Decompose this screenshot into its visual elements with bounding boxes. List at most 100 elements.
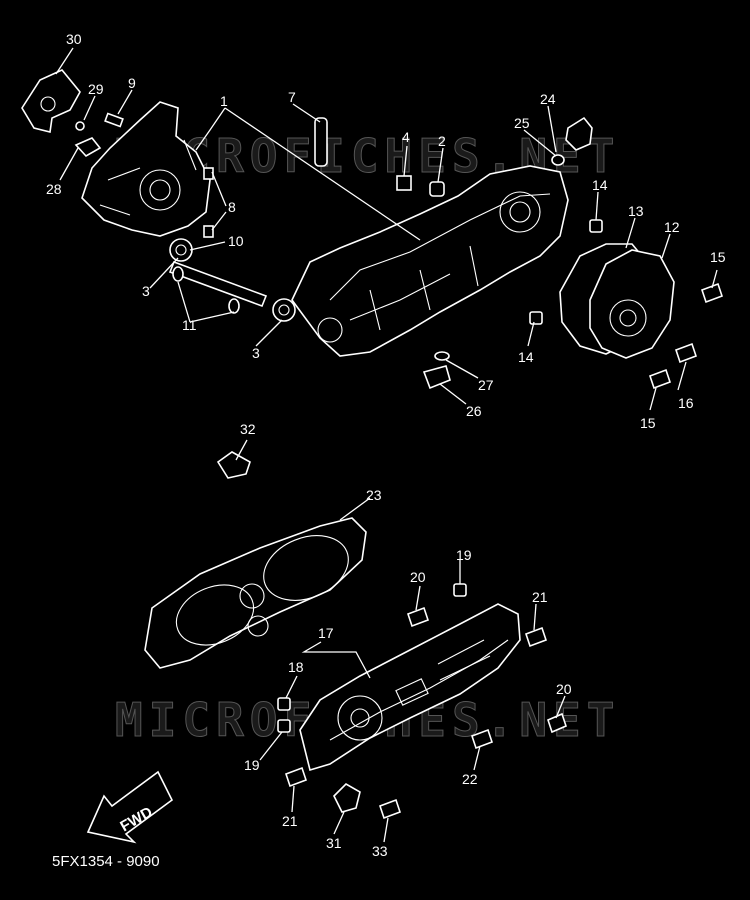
part-24-plug[interactable]: [565, 116, 593, 151]
callout-26: 26: [466, 403, 482, 419]
callout-22: 22: [462, 771, 478, 787]
part-11-pin-a[interactable]: [172, 266, 184, 282]
part-29-bolt[interactable]: [75, 121, 85, 131]
callout-29: 29: [88, 81, 104, 97]
part-14-dowel-b[interactable]: [529, 311, 543, 325]
right-case-boss: [317, 317, 343, 343]
right-case-edge: [329, 193, 551, 301]
left-case-bore: [139, 169, 181, 211]
part-14-dowel-a[interactable]: [589, 219, 603, 233]
callout-15-bottom: 15: [640, 415, 656, 431]
fwd-arrow: [86, 770, 174, 844]
part-16-bolt[interactable]: [674, 342, 698, 364]
part-8-dowel-b[interactable]: [203, 225, 214, 238]
callout-15-top: 15: [710, 249, 726, 265]
callouts: 30 29 28 9 1 7 4 2 8 10 3 11 3 24 25 14 …: [46, 31, 726, 859]
gasket-window-left: [175, 584, 255, 646]
part-3-bearing-right-inner: [278, 304, 290, 316]
part-31-bracket[interactable]: [333, 783, 361, 813]
part-26-bolt[interactable]: [422, 365, 451, 390]
cover-plate: [395, 678, 429, 706]
part-30-plate[interactable]: [21, 69, 81, 133]
callout-8: 8: [228, 199, 236, 215]
part-21-bolt-right[interactable]: [524, 626, 548, 648]
callout-18: 18: [288, 659, 304, 675]
part-21-bolt-left[interactable]: [284, 766, 308, 788]
gasket-ring-b: [247, 615, 269, 637]
part-9-bolt[interactable]: [104, 112, 124, 128]
part-8-dowel-a[interactable]: [203, 167, 214, 180]
part-15-bolt-b[interactable]: [648, 368, 672, 390]
right-case-ribs: [349, 245, 479, 331]
part-19-dowel-left[interactable]: [277, 719, 291, 733]
part-20-bolt-top[interactable]: [406, 606, 430, 628]
part-18-dowel[interactable]: [277, 697, 291, 711]
callout-14-top: 14: [592, 177, 608, 193]
callout-9: 9: [128, 75, 136, 91]
cover-pulley-boss: [337, 695, 383, 741]
part-22-bolt[interactable]: [470, 728, 494, 750]
callout-11: 11: [182, 317, 197, 333]
part-32-clip[interactable]: [216, 451, 251, 479]
cover-pulley-boss-inner: [350, 708, 370, 728]
callout-25: 25: [514, 115, 530, 131]
callout-12: 12: [664, 219, 680, 235]
callout-1: 1: [220, 93, 228, 109]
callout-24: 24: [540, 91, 556, 107]
callout-14-bottom: 14: [518, 349, 534, 365]
callout-13: 13: [628, 203, 644, 219]
callout-16: 16: [678, 395, 694, 411]
callout-7: 7: [288, 89, 296, 105]
part-12-cover-boss: [609, 299, 647, 337]
right-case-bore-inner: [509, 201, 531, 223]
callout-20-top: 20: [410, 569, 426, 585]
gasket-ring-a: [239, 583, 265, 609]
part-12-cover[interactable]: [589, 249, 675, 359]
callout-17: 17: [318, 625, 334, 641]
part-11-pin-b[interactable]: [228, 298, 240, 314]
part-4-fitting[interactable]: [396, 175, 412, 191]
callout-27: 27: [478, 377, 494, 393]
callout-31: 31: [326, 835, 342, 851]
part-10-shaft[interactable]: [168, 260, 268, 308]
part-19-dowel-right[interactable]: [453, 583, 467, 597]
callout-28: 28: [46, 181, 62, 197]
callout-19-top: 19: [456, 547, 472, 563]
left-case-bore-inner: [149, 179, 171, 201]
part-7-tube[interactable]: [314, 117, 328, 167]
callout-21-right: 21: [532, 589, 548, 605]
left-case-ribs: [99, 139, 197, 216]
callout-33: 33: [372, 843, 388, 859]
part-30-hole: [40, 96, 56, 112]
diagram-code: 5FX1354 - 9090: [52, 853, 160, 870]
part-12-cover-boss-inner: [619, 309, 637, 327]
right-crankcase[interactable]: [291, 165, 569, 357]
callout-21-left: 21: [282, 813, 298, 829]
part-3-bearing-right[interactable]: [272, 298, 296, 322]
callout-4: 4: [402, 129, 410, 145]
gasket-window-right: [263, 535, 349, 601]
part-25-oring[interactable]: [551, 154, 565, 166]
callout-23: 23: [366, 487, 382, 503]
callout-30: 30: [66, 31, 82, 47]
part-3-bearing-left-inner: [175, 244, 187, 256]
part-28-clip[interactable]: [74, 137, 102, 158]
right-case-bore: [499, 191, 541, 233]
callout-19-left: 19: [244, 757, 260, 773]
callout-3-right: 3: [252, 345, 260, 361]
part-3-bearing-left[interactable]: [169, 238, 193, 262]
part-27-gasket[interactable]: [434, 351, 450, 361]
part-2-dowel[interactable]: [429, 181, 445, 197]
left-crankcase[interactable]: [81, 101, 211, 237]
leader-lines: [55, 47, 718, 843]
callout-2: 2: [438, 133, 446, 149]
callout-32: 32: [240, 421, 256, 437]
callout-10: 10: [228, 233, 244, 249]
callout-20-right: 20: [556, 681, 572, 697]
part-23-gasket[interactable]: [144, 517, 367, 669]
callout-3-left: 3: [142, 283, 150, 299]
cover-edge: [329, 639, 509, 741]
part-17-cover[interactable]: [299, 603, 521, 772]
part-33-bolt[interactable]: [378, 798, 402, 820]
